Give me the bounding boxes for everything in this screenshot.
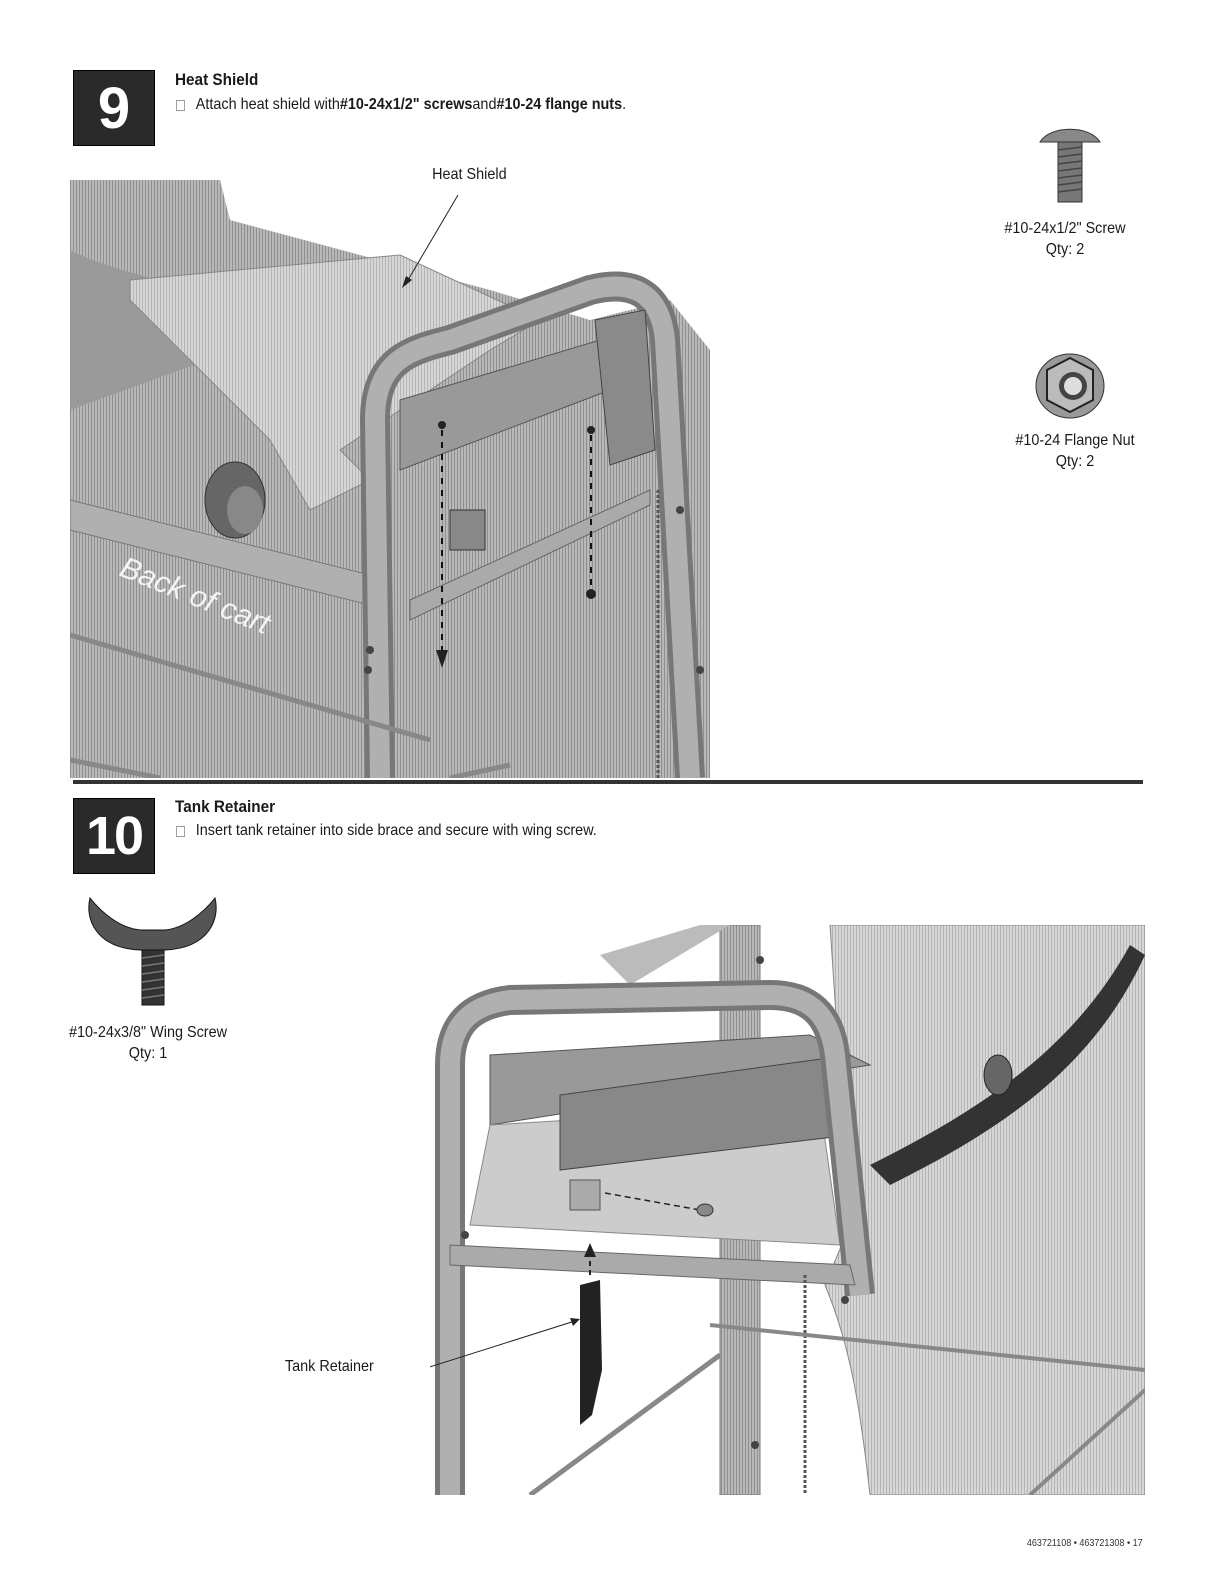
- page-footer: 463721108 • 463721308 • 17: [1027, 1538, 1143, 1549]
- part-qty: Qty: 1: [128, 1045, 168, 1062]
- step-9-number: 9: [73, 70, 155, 146]
- instruction-text: .: [622, 96, 627, 113]
- instruction-nuts: #10-24 flange nuts: [496, 96, 623, 113]
- tank-retainer-callout: Tank Retainer: [284, 1358, 374, 1375]
- heat-shield-illustration: Back of cart: [70, 180, 730, 778]
- part-name: #10-24 Flange Nut: [1015, 432, 1135, 449]
- checkbox-icon[interactable]: [176, 825, 185, 837]
- tank-retainer-illustration: [430, 925, 1145, 1495]
- part-qty: Qty: 2: [1055, 453, 1095, 470]
- wing-screw-part-label: #10-24x3/8" Wing Screw Qty: 1: [58, 1022, 238, 1064]
- step-10-number: 10: [73, 798, 155, 874]
- flange-nut-icon: [1035, 353, 1105, 419]
- part-name: #10-24x3/8" Wing Screw: [68, 1024, 227, 1041]
- part-name: #10-24x1/2" Screw: [1004, 220, 1126, 237]
- wing-screw-icon: [88, 896, 217, 1006]
- instruction-text: and: [472, 96, 497, 113]
- checkbox-icon[interactable]: [176, 99, 185, 111]
- step-10-instruction: Insert tank retainer into side brace and…: [176, 822, 597, 840]
- heat-shield: [129, 254, 542, 511]
- step-9-title: Heat Shield: [175, 70, 259, 89]
- step-9-instruction: Attach heat shield with #10-24x1/2" scre…: [176, 96, 626, 114]
- screw-icon: [1039, 128, 1101, 203]
- instruction-text: Attach heat shield with: [195, 96, 340, 113]
- heat-shield-callout: Heat Shield: [432, 166, 507, 183]
- part-qty: Qty: 2: [1045, 241, 1085, 258]
- step-10-title: Tank Retainer: [175, 797, 276, 816]
- screw-part-label: #10-24x1/2" Screw Qty: 2: [984, 218, 1146, 260]
- section-divider: [73, 780, 1143, 784]
- flange-nut-part-label: #10-24 Flange Nut Qty: 2: [994, 430, 1156, 472]
- instruction-text: Insert tank retainer into side brace and…: [195, 822, 597, 839]
- instruction-screws: #10-24x1/2" screws: [339, 96, 473, 113]
